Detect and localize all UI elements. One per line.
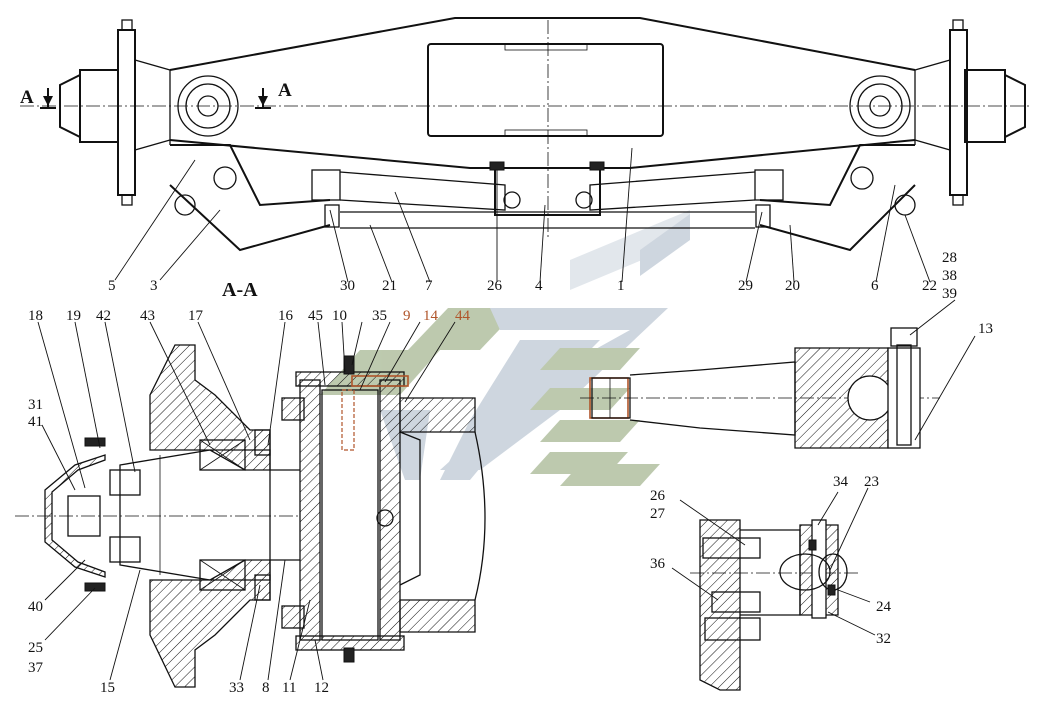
callout-5: 5 xyxy=(108,278,116,294)
arm-detail-view xyxy=(580,299,976,449)
cut-marker-right: A xyxy=(278,80,292,101)
callout-29: 29 xyxy=(738,278,753,294)
callout-14: 14 xyxy=(423,308,439,324)
callout-9: 9 xyxy=(403,308,411,324)
callout-16: 16 xyxy=(278,308,294,324)
callout-6: 6 xyxy=(871,278,879,294)
callout-13: 13 xyxy=(978,321,993,337)
callout-10: 10 xyxy=(332,308,347,324)
callout-8: 8 xyxy=(262,680,270,696)
callout-40: 40 xyxy=(28,599,43,615)
callout-44: 44 xyxy=(455,308,471,324)
callout-37: 37 xyxy=(28,660,44,676)
callout-7: 7 xyxy=(425,278,433,294)
callout-21: 21 xyxy=(382,278,397,294)
callout-12: 12 xyxy=(314,680,329,696)
callout-11: 11 xyxy=(282,680,296,696)
callout-19: 19 xyxy=(66,308,81,324)
callout-20: 20 xyxy=(785,278,800,294)
top-leader-lines xyxy=(114,147,931,283)
callout-34: 34 xyxy=(833,474,849,490)
section-leader-lines xyxy=(37,321,456,681)
callout-15: 15 xyxy=(100,680,115,696)
callout-45: 45 xyxy=(308,308,323,324)
callout-24: 24 xyxy=(876,599,892,615)
callout-39: 39 xyxy=(942,286,957,302)
callout-42: 42 xyxy=(96,308,111,324)
callout-31: 31 xyxy=(28,397,43,413)
callout-43: 43 xyxy=(140,308,155,324)
callout-3: 3 xyxy=(150,278,158,294)
callout-28: 28 xyxy=(942,250,957,266)
watermark-logo xyxy=(320,210,690,486)
callout-41: 41 xyxy=(28,414,43,430)
callout-1: 1 xyxy=(617,278,625,294)
callout-26-bracket: 26 xyxy=(650,488,666,504)
callout-36: 36 xyxy=(650,556,666,572)
bracket-detail-view xyxy=(690,519,860,691)
callout-23: 23 xyxy=(864,474,879,490)
callout-17: 17 xyxy=(188,308,204,324)
callout-18: 18 xyxy=(28,308,43,324)
cut-marker-left: A xyxy=(20,87,34,108)
bracket-leader-lines xyxy=(671,487,876,636)
section-a-a-view xyxy=(15,344,629,688)
callout-33: 33 xyxy=(229,680,244,696)
callout-30: 30 xyxy=(340,278,355,294)
callout-32: 32 xyxy=(876,631,891,647)
callout-27: 27 xyxy=(650,506,666,522)
section-title: A-A xyxy=(222,279,258,301)
axle-top-view xyxy=(20,17,1030,252)
callout-35: 35 xyxy=(372,308,387,324)
callout-4: 4 xyxy=(535,278,543,294)
callout-22: 22 xyxy=(922,278,937,294)
callout-25: 25 xyxy=(28,640,43,656)
callout-26-top: 26 xyxy=(487,278,503,294)
callout-38: 38 xyxy=(942,268,957,284)
